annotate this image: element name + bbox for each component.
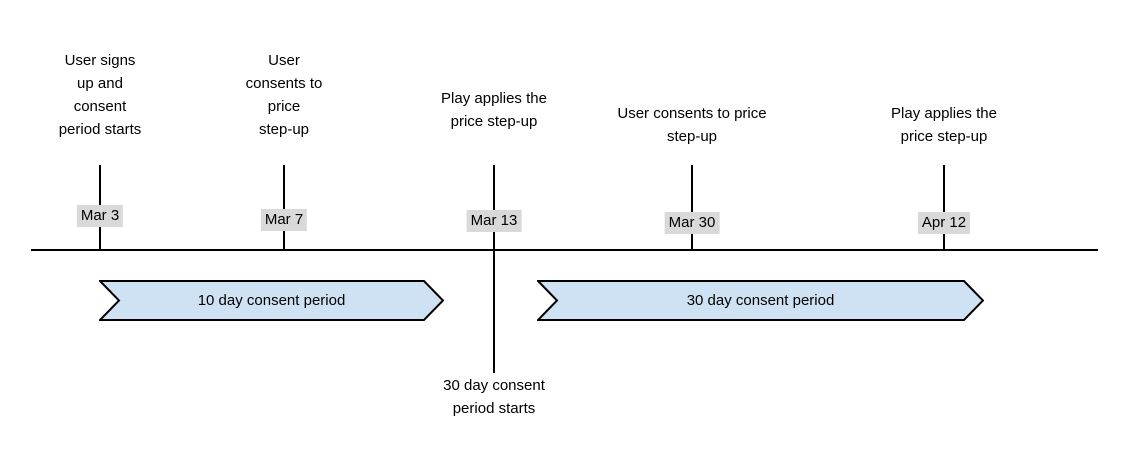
period-banner-30-day: 30 day consent period: [537, 280, 984, 321]
event-tick-mar-13: [493, 165, 495, 373]
event-date-apr-12: Apr 12: [917, 212, 971, 234]
annotation-30-day-period-starts: 30 day consent period starts: [443, 377, 545, 417]
period-banner-10-day: 10 day consent period: [99, 280, 444, 321]
event-description-apr-12: Play applies the price step-up: [891, 105, 997, 145]
event-description-mar-7: User consents to price step-up: [245, 52, 323, 138]
event-date-mar-3: Mar 3: [76, 205, 124, 227]
event-tick-apr-12: [943, 165, 945, 250]
event-date-mar-30: Mar 30: [664, 212, 720, 234]
event-date-mar-13: Mar 13: [466, 210, 522, 232]
event-date-mar-7: Mar 7: [260, 209, 308, 231]
event-description-mar-13: Play applies the price step-up: [441, 90, 547, 130]
event-description-mar-3: User signs up and consent period starts: [58, 52, 142, 138]
timeline-axis: [31, 249, 1098, 251]
chevron-ribbon-icon: [99, 280, 444, 321]
chevron-ribbon-icon: [537, 280, 984, 321]
event-tick-mar-7: [283, 165, 285, 250]
event-description-mar-30: User consents to price step-up: [617, 105, 767, 145]
event-tick-mar-30: [691, 165, 693, 250]
